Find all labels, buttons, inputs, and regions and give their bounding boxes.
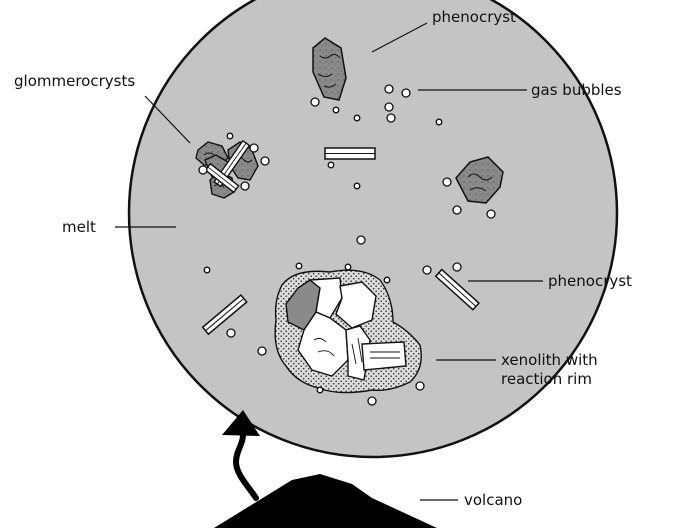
label-melt: melt xyxy=(62,218,96,236)
label-gas-bubbles: gas bubbles xyxy=(531,81,622,99)
label-xenolith-line2: reaction rim xyxy=(501,370,592,388)
label-glommerocrysts: glommerocrysts xyxy=(14,72,135,90)
label-phenocryst-right: phenocryst xyxy=(548,272,632,290)
label-phenocryst-top: phenocryst xyxy=(432,8,516,26)
center-lath xyxy=(325,148,375,159)
label-xenolith-line1: xenolith with xyxy=(501,351,598,369)
label-volcano: volcano xyxy=(464,491,522,509)
